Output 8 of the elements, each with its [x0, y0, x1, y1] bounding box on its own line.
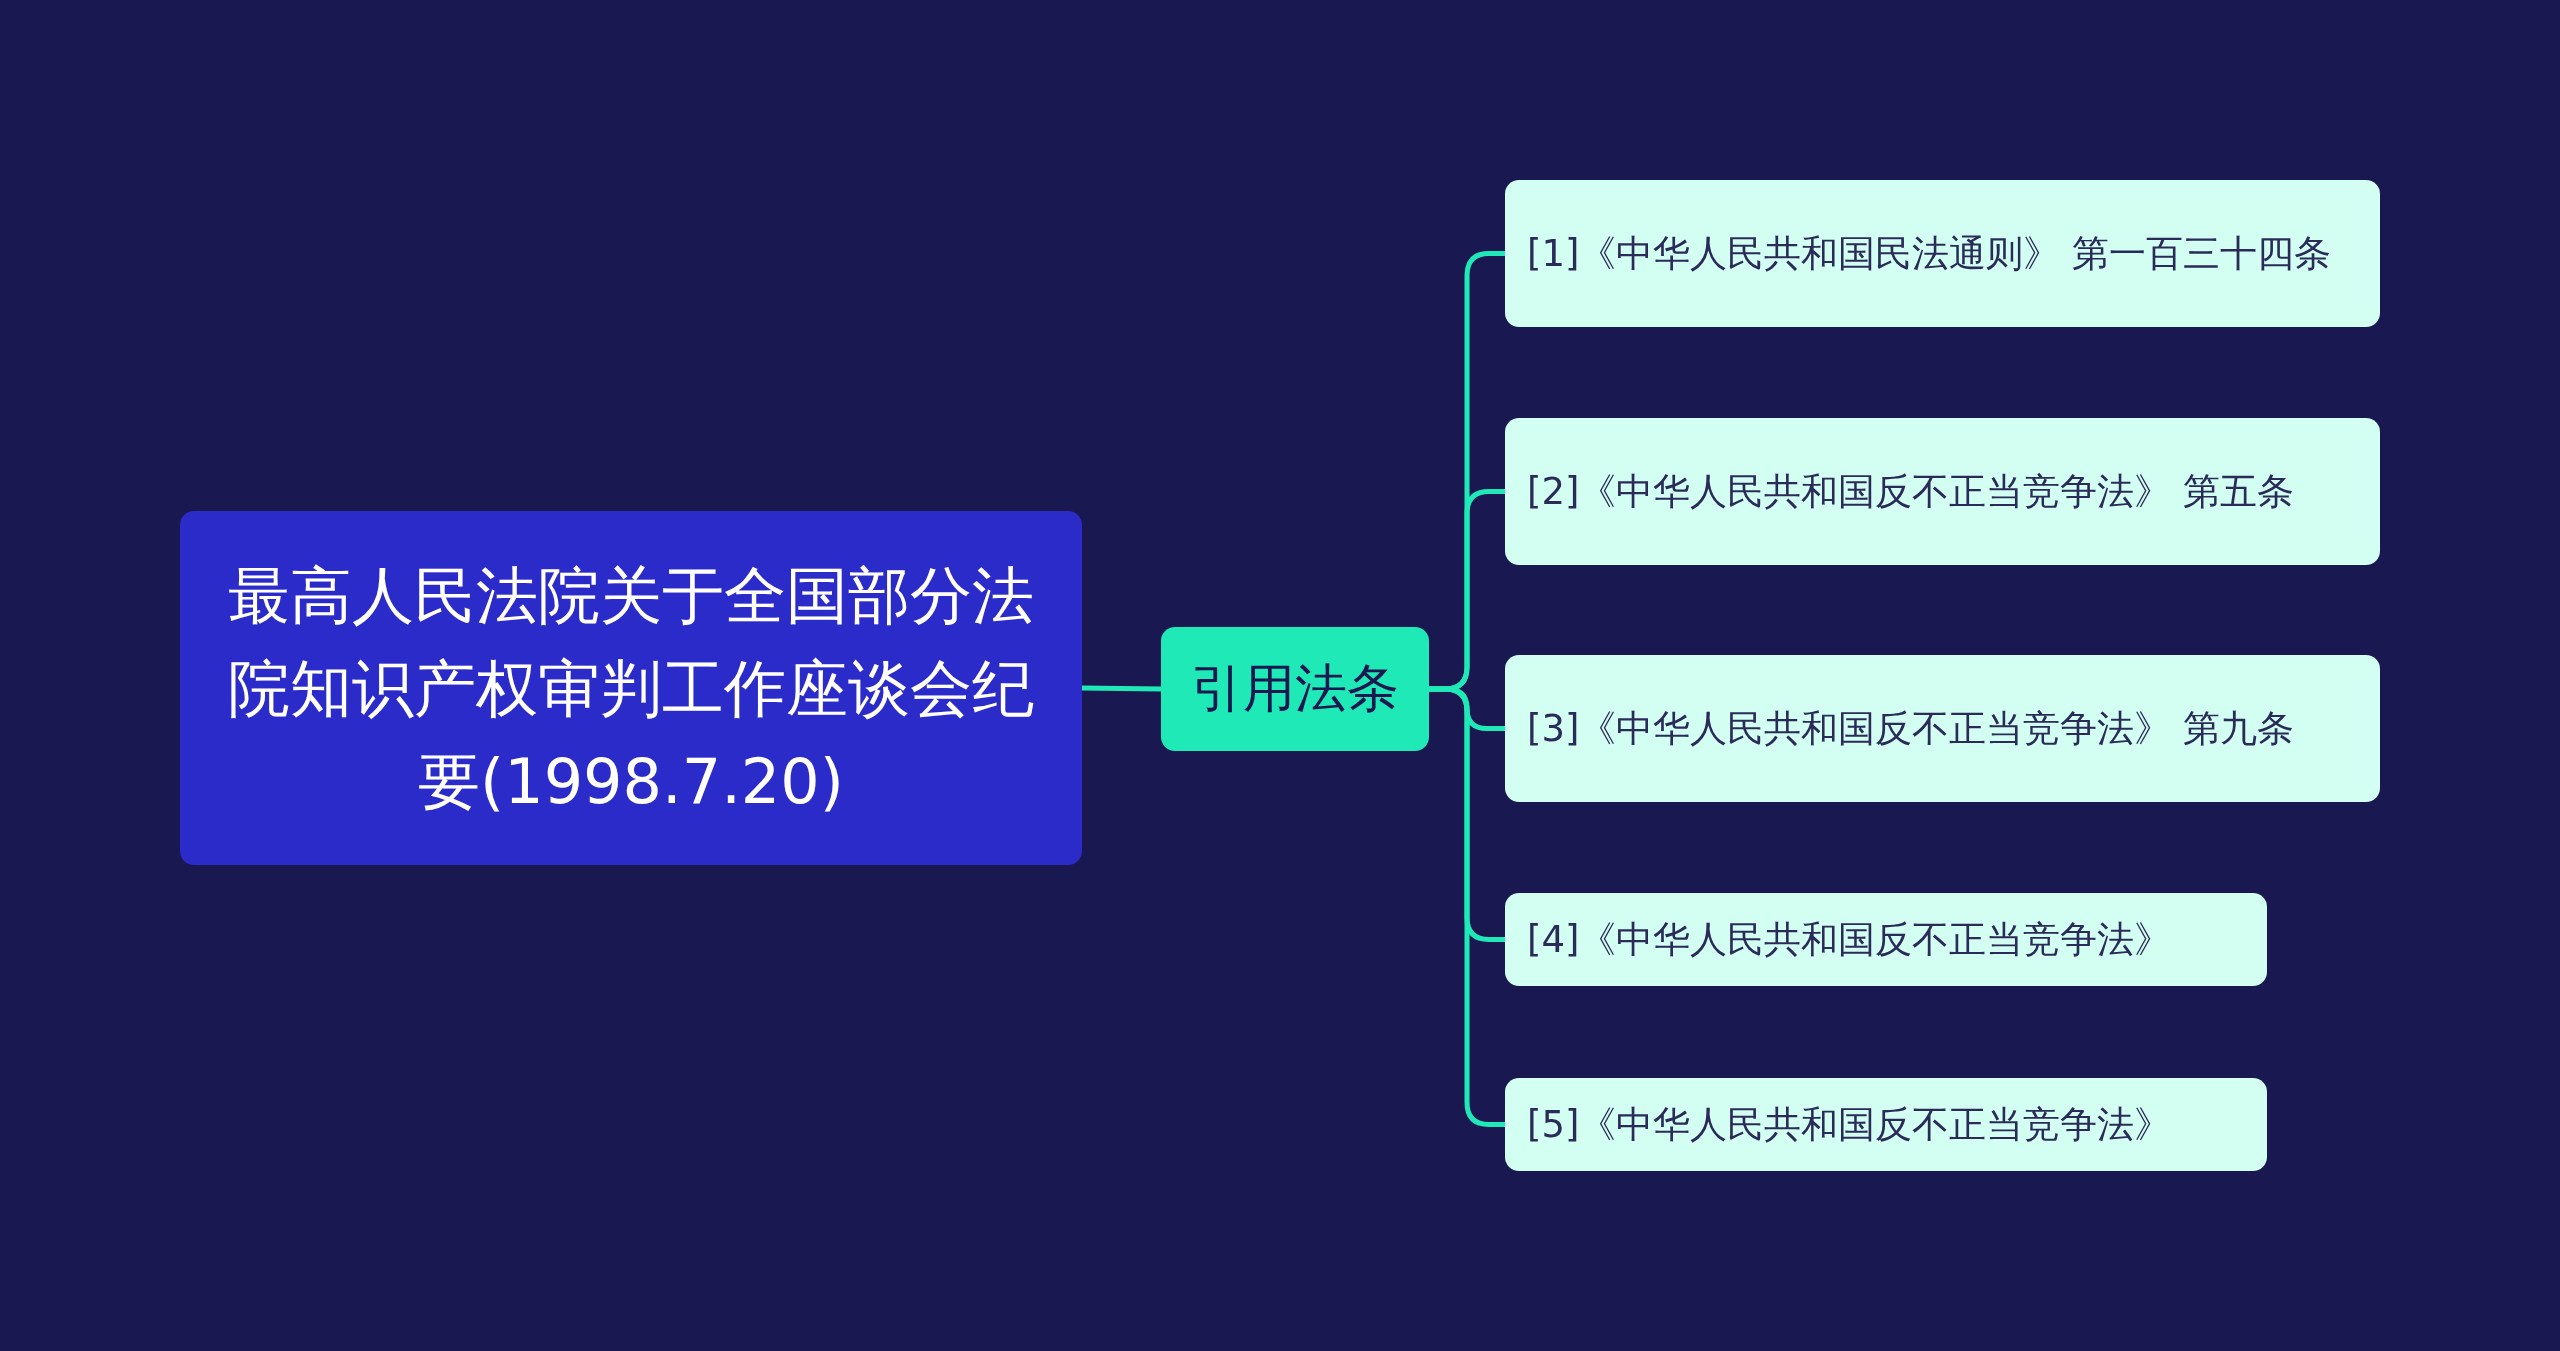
subtopic-box: [1]《中华人民共和国民法通则》 第一百三十四条 [1505, 180, 2380, 327]
subtopic-box: [2]《中华人民共和国反不正当竞争法》 第五条 [1505, 418, 2380, 565]
root-topic-box: 最高人民法院关于全国部分法院知识产权审判工作座谈会纪要(1998.7.20) [180, 511, 1082, 865]
subtopic-box: [3]《中华人民共和国反不正当竞争法》 第九条 [1505, 655, 2380, 802]
connector-line [1081, 685, 1162, 692]
branch-topic-box: 引用法条 [1161, 627, 1429, 751]
subtopic-box: [4]《中华人民共和国反不正当竞争法》 [1505, 893, 2267, 986]
subtopic-box: [5]《中华人民共和国反不正当竞争法》 [1505, 1078, 2267, 1171]
